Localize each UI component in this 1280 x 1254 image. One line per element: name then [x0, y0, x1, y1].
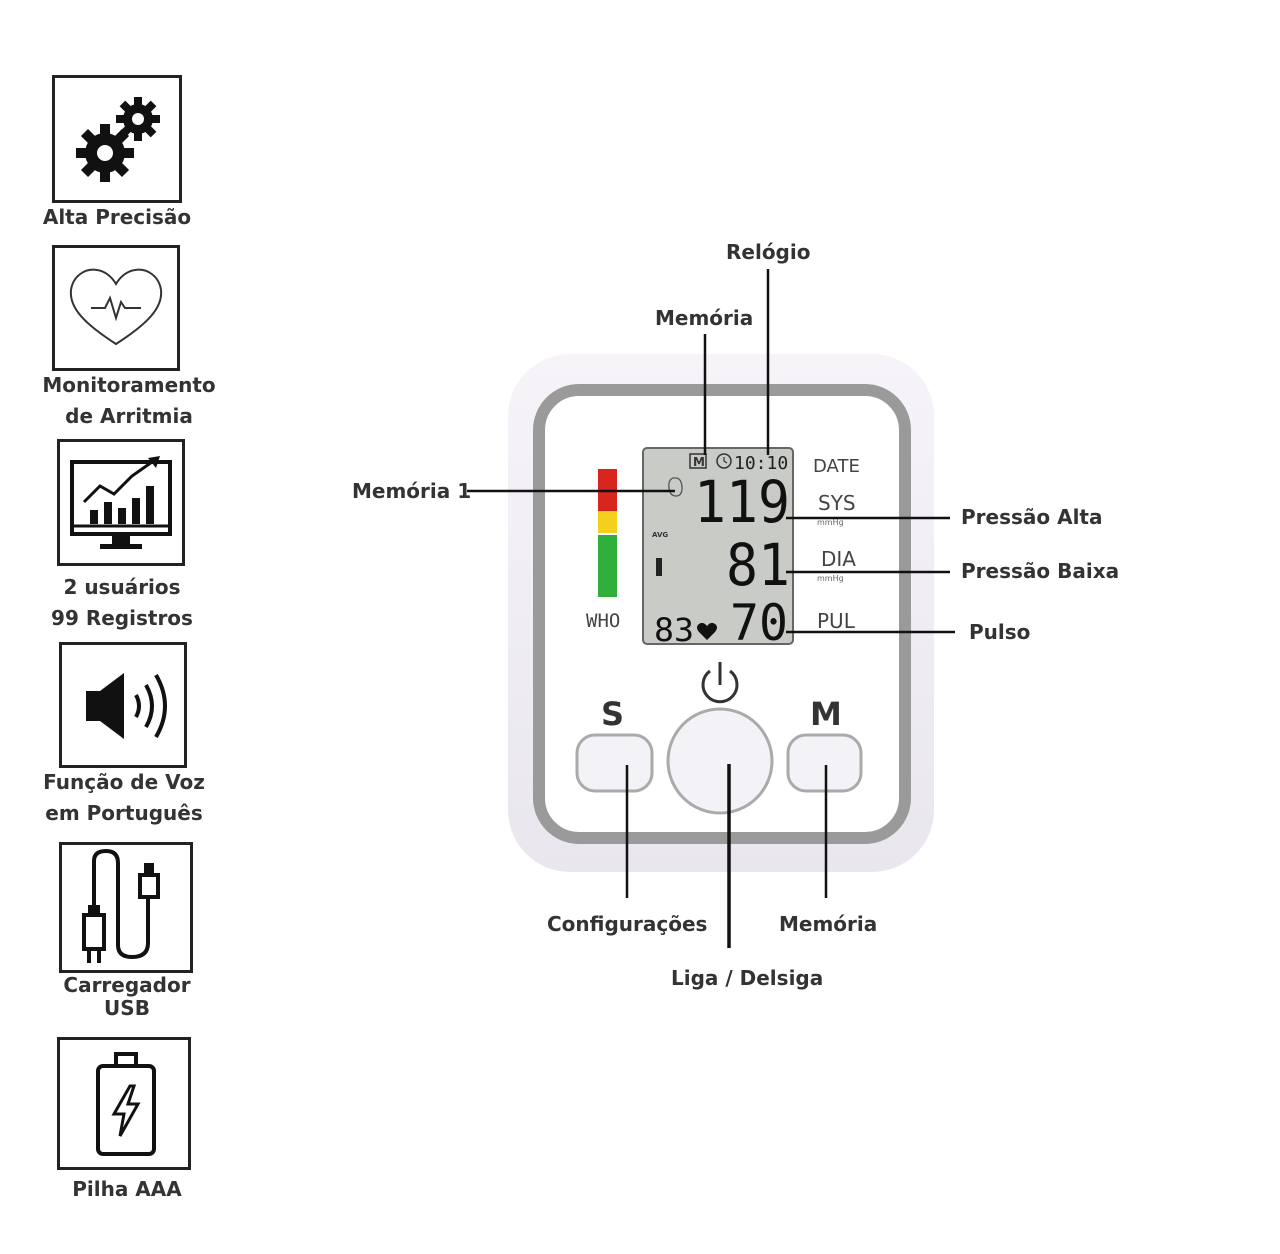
heart-icon	[697, 622, 717, 640]
dia-label: DIA	[821, 547, 856, 571]
lcd-screen	[642, 447, 794, 645]
who-bar-green	[598, 535, 617, 597]
lcd-sys-value: 119	[694, 468, 790, 536]
feature-box-battery	[57, 1037, 191, 1170]
feature-label-arrhythmia: Monitoramento de Arritmia	[42, 373, 216, 428]
callout-relogio: Relógio	[726, 240, 811, 264]
callout-pulso: Pulso	[969, 620, 1031, 644]
lcd-segment	[656, 558, 662, 576]
feature-box-arrhythmia	[52, 245, 180, 371]
lcd-clock: 10:10	[734, 453, 788, 474]
speaker-icon	[86, 673, 167, 739]
memory-badge: M	[693, 455, 705, 469]
s-label: S	[601, 695, 624, 733]
feature-label-precision: Alta Precisão	[42, 205, 192, 229]
callout-pressao-alta: Pressão Alta	[961, 505, 1103, 529]
monitor-chart-icon	[70, 456, 172, 549]
usb-cable-icon	[82, 848, 160, 963]
feature-box-voice	[59, 642, 187, 768]
feature-label-voice: Função de Voz em Português	[43, 770, 205, 825]
who-label: WHO	[586, 610, 620, 632]
power-icon	[701, 662, 739, 704]
callout-memoria-top: Memória	[655, 306, 754, 330]
feature-box-usb	[59, 842, 193, 973]
memory-badge-box	[689, 453, 707, 469]
sys-unit: mmHg	[817, 518, 844, 527]
callout-liga-desliga: Liga / Delsiga	[671, 966, 824, 990]
feature-box-records	[57, 439, 185, 566]
avg-label: AVG	[652, 531, 668, 539]
feature-label-records: 2 usuários 99 Registros	[51, 575, 193, 630]
lcd-dia-value: 81	[726, 531, 790, 599]
callout-memoria-1: Memória 1	[352, 479, 472, 503]
callout-memoria-bottom: Memória	[779, 912, 878, 936]
sys-label: SYS	[818, 491, 856, 515]
callout-pressao-baixa: Pressão Baixa	[961, 559, 1120, 583]
callout-lines	[467, 269, 955, 948]
gears-icon	[76, 97, 160, 182]
memory-button[interactable]	[786, 733, 863, 793]
who-bar-yellow	[598, 511, 617, 533]
battery-icon	[96, 1052, 156, 1156]
m-label: M	[810, 695, 842, 733]
power-button[interactable]	[666, 707, 774, 815]
feature-box-precision	[52, 75, 182, 203]
date-label: DATE	[813, 456, 860, 477]
user-memory-icon	[668, 477, 683, 497]
callout-configuracoes: Configurações	[547, 912, 708, 936]
lcd-pul-value: 70	[730, 594, 788, 652]
settings-button[interactable]	[575, 733, 654, 793]
heart-pulse-icon	[69, 268, 163, 346]
dia-unit: mmHg	[817, 574, 844, 583]
lcd-heart-rate: 83	[654, 611, 694, 649]
feature-label-usb: Carregador USB	[63, 973, 191, 1020]
feature-label-battery: Pilha AAA	[72, 1177, 182, 1201]
clock-icon	[716, 453, 732, 469]
pul-label: PUL	[817, 609, 856, 633]
